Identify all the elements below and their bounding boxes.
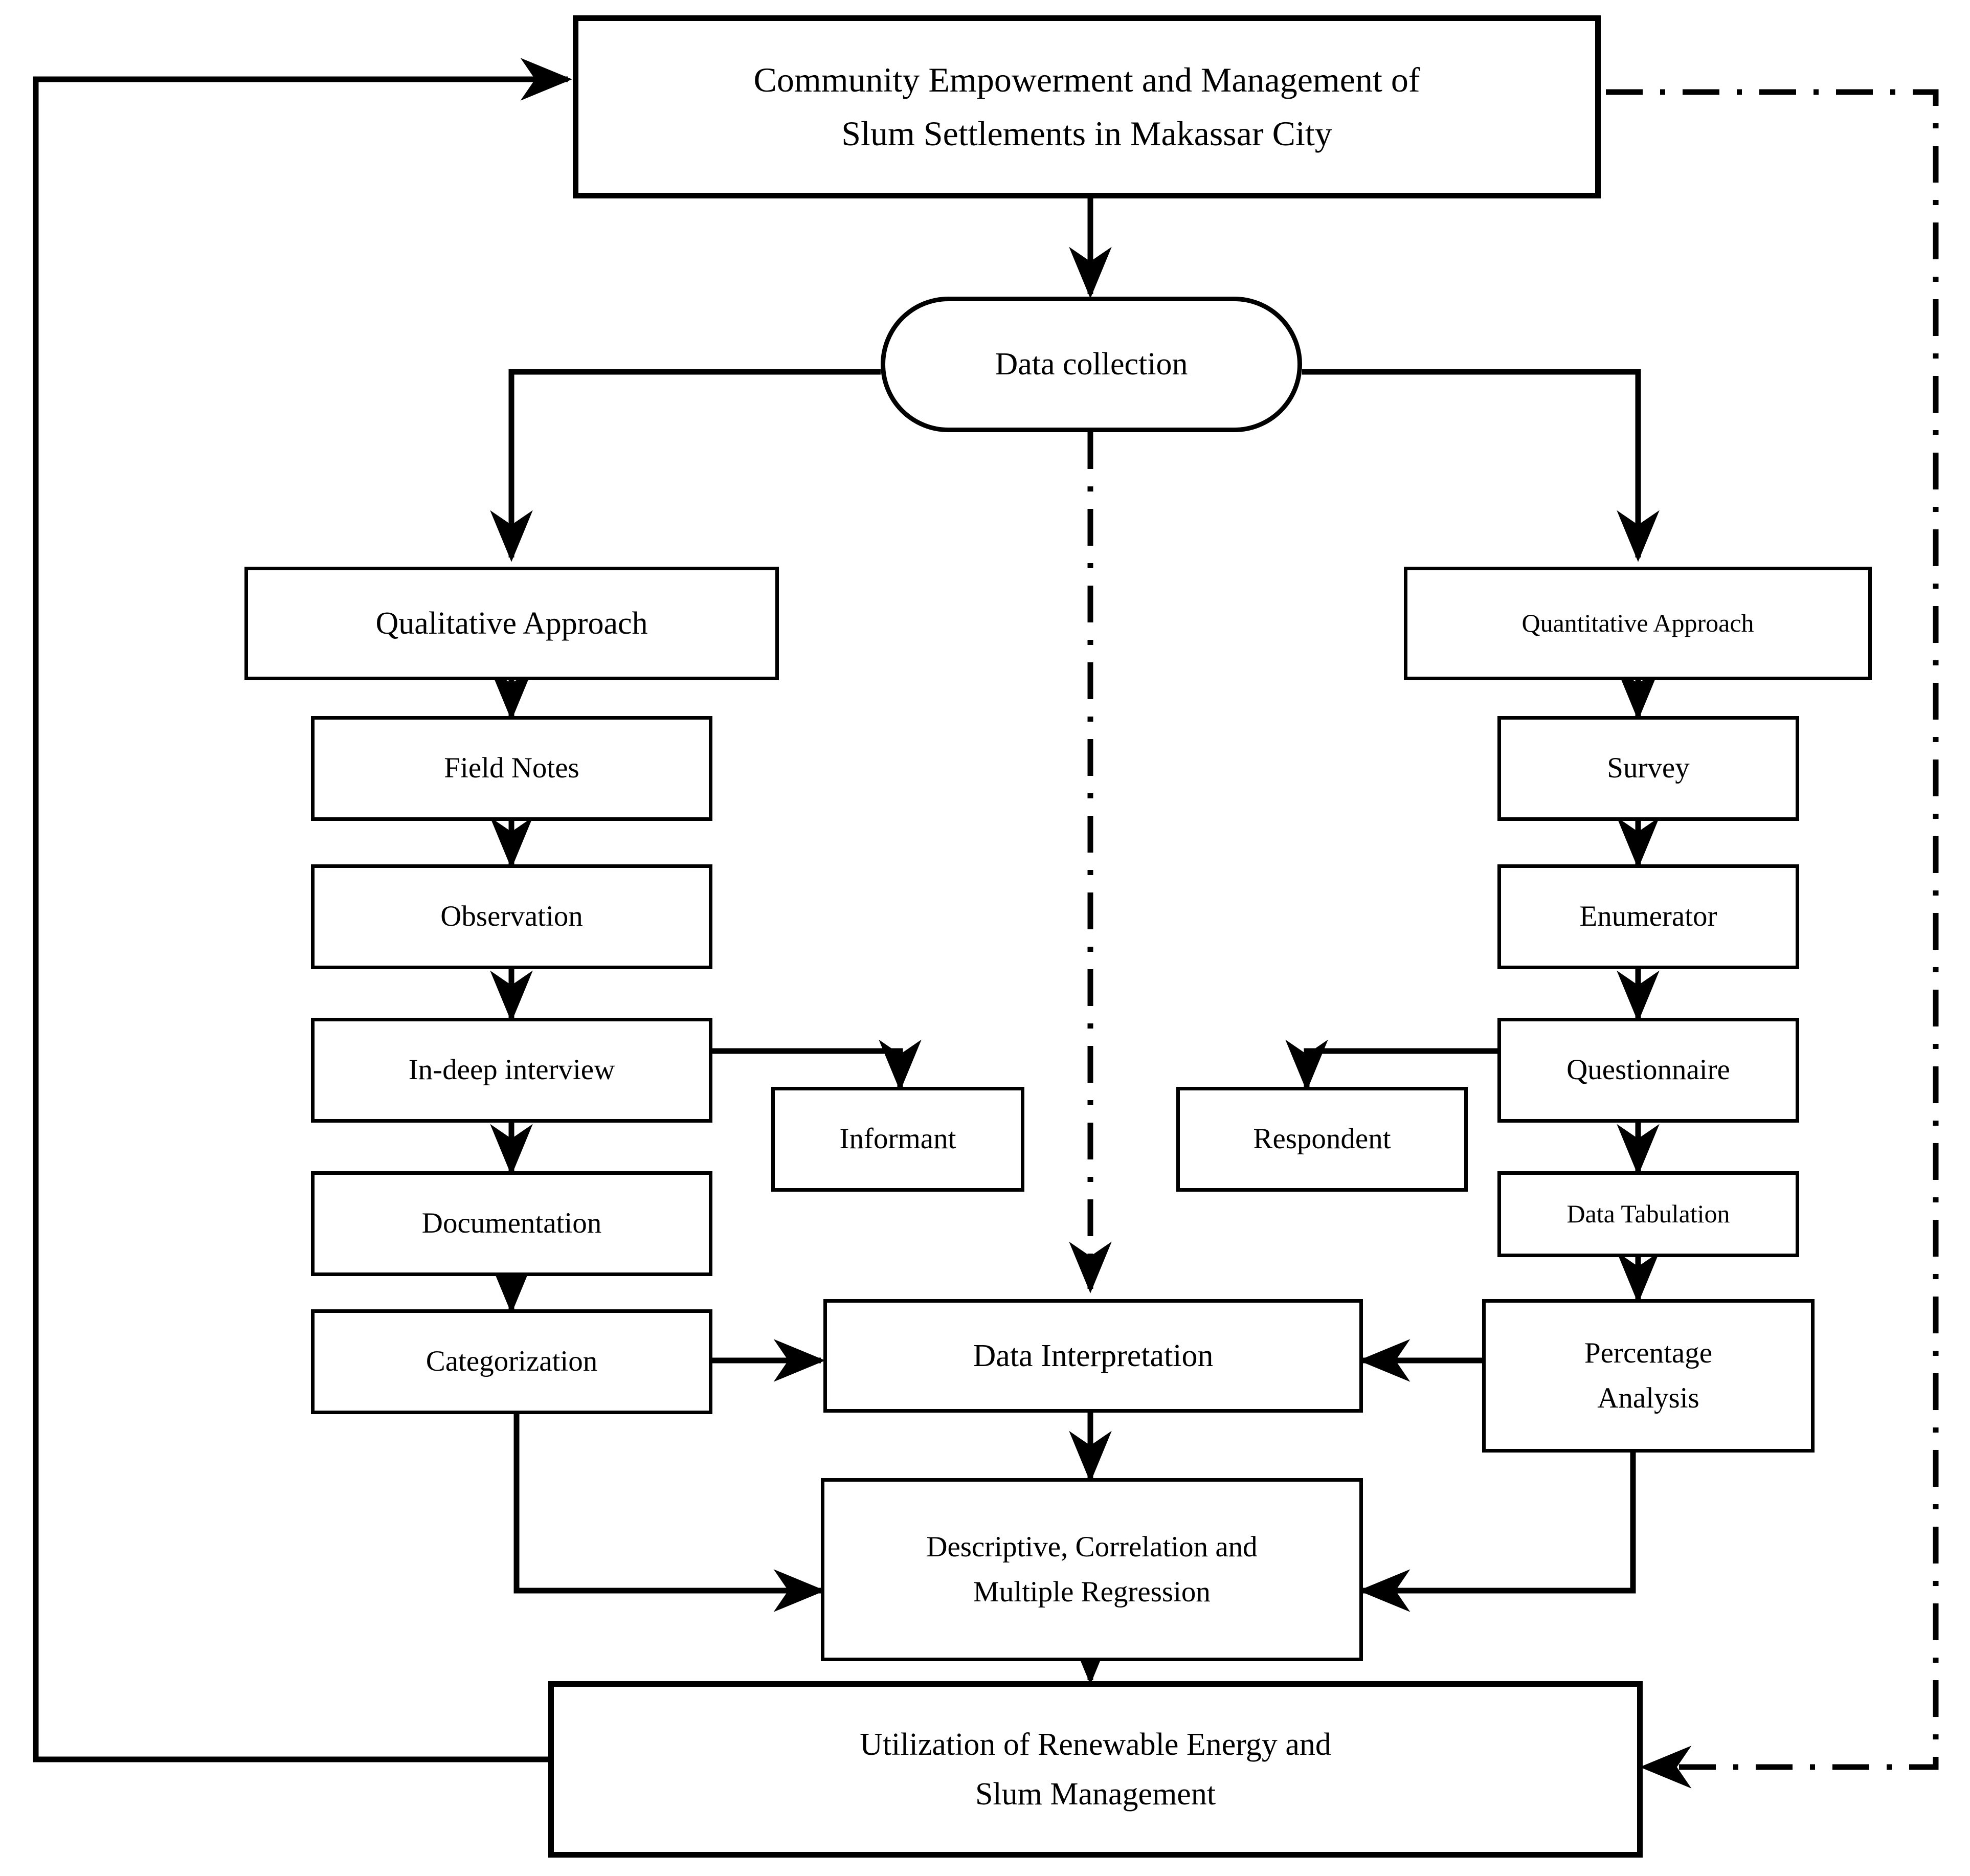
quantitative-approach-label: Quantitative Approach (1521, 609, 1754, 638)
respondent-label: Respondent (1253, 1123, 1391, 1155)
questionnaire-label: Questionnaire (1566, 1054, 1730, 1086)
edge-percentage-to-descriptive (1358, 1453, 1636, 1612)
edge-interview-to-informant (712, 1039, 922, 1091)
descriptive-correlation-line-1: Descriptive, Correlation and (926, 1530, 1258, 1563)
data-tabulation[interactable]: Data Tabulation (1497, 1171, 1799, 1257)
edge-datacollection-to-quantitative (1302, 369, 1660, 562)
observation[interactable]: Observation (311, 864, 712, 969)
field-notes-label: Field Notes (444, 752, 579, 785)
outcome-line-2: Slum Management (975, 1776, 1216, 1812)
title-line-1: Community Empowerment and Management of (753, 60, 1420, 99)
community-empowerment-title[interactable]: Community Empowerment and Management of … (573, 15, 1601, 198)
title-line-2: Slum Settlements in Makassar City (841, 114, 1332, 153)
observation-label: Observation (440, 900, 583, 933)
categorization-label: Categorization (426, 1345, 598, 1378)
informant-label: Informant (839, 1123, 956, 1155)
survey-label: Survey (1607, 752, 1690, 785)
qualitative-approach[interactable]: Qualitative Approach (244, 567, 779, 680)
in-deep-interview[interactable]: In-deep interview (311, 1018, 712, 1123)
field-notes[interactable]: Field Notes (311, 716, 712, 821)
survey[interactable]: Survey (1497, 716, 1799, 821)
data-collection-label: Data collection (995, 347, 1188, 382)
documentation[interactable]: Documentation (311, 1171, 712, 1276)
outcome-line-1: Utilization of Renewable Energy and (860, 1727, 1331, 1762)
edge-categorization-to-descriptive (513, 1414, 825, 1612)
data-interpretation-label: Data Interpretation (973, 1338, 1214, 1373)
percentage-analysis-line-1: Percentage (1584, 1336, 1712, 1369)
data-tabulation-label: Data Tabulation (1566, 1199, 1730, 1229)
percentage-analysis-line-2: Analysis (1597, 1382, 1699, 1414)
qualitative-approach-label: Qualitative Approach (375, 606, 648, 641)
descriptive-correlation[interactable]: Descriptive, Correlation and Multiple Re… (821, 1478, 1363, 1661)
respondent[interactable]: Respondent (1176, 1087, 1468, 1192)
informant[interactable]: Informant (771, 1087, 1024, 1192)
edge-outcome-feedback-to-title (33, 58, 572, 1762)
edge-title-feedback-to-outcome (1606, 89, 1939, 1789)
enumerator-label: Enumerator (1579, 900, 1717, 933)
enumerator[interactable]: Enumerator (1497, 864, 1799, 969)
edge-datacollection-to-qualitative (490, 369, 881, 562)
categorization[interactable]: Categorization (311, 1309, 712, 1414)
quantitative-approach[interactable]: Quantitative Approach (1404, 567, 1872, 680)
edge-questionnaire-to-respondent (1285, 1039, 1497, 1091)
percentage-analysis[interactable]: Percentage Analysis (1482, 1299, 1815, 1453)
in-deep-interview-label: In-deep interview (408, 1054, 615, 1086)
descriptive-correlation-line-2: Multiple Regression (973, 1576, 1211, 1608)
utilization-outcome[interactable]: Utilization of Renewable Energy and Slum… (548, 1681, 1643, 1858)
questionnaire[interactable]: Questionnaire (1497, 1018, 1799, 1123)
documentation-label: Documentation (421, 1207, 602, 1240)
data-collection[interactable]: Data collection (881, 297, 1302, 432)
data-interpretation[interactable]: Data Interpretation (823, 1299, 1363, 1413)
